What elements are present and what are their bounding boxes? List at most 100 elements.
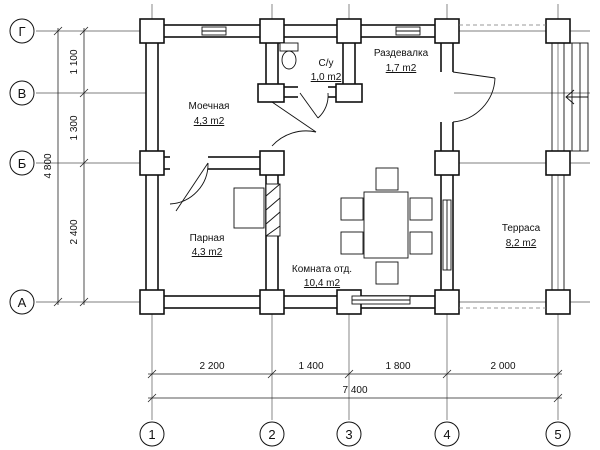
axis-label-5: 5 [554, 427, 561, 442]
toilet-tank [279, 42, 299, 52]
stove-hatch [265, 197, 281, 211]
axis-label-1: 1 [148, 427, 155, 442]
dim-bottom-total: 7 400 [342, 385, 367, 396]
dim-tick [553, 393, 563, 403]
door-gap-moechnaya [265, 97, 279, 143]
axis-bubble-3 [336, 421, 362, 447]
axis-bubble-4 [434, 421, 460, 447]
room-name-moechnaya: Моечная [189, 101, 230, 112]
axis-bubble-b [9, 150, 35, 176]
axis-bubble-2 [259, 421, 285, 447]
steps [563, 42, 589, 152]
corner-block [139, 150, 165, 176]
dim-bottom-2: 1 400 [298, 361, 323, 372]
door-gap-wc [298, 86, 328, 98]
room-labels: Моечная 4,3 m2 С/у 1,0 m2 Раздевалка 1,7… [189, 48, 541, 289]
chair [340, 231, 364, 255]
door-swing-parnaya [169, 162, 209, 205]
dim-tick [147, 393, 157, 403]
stove-hatch [265, 225, 281, 237]
stove-body [233, 187, 265, 229]
dim-tick [267, 369, 277, 379]
axis-bubble-v [9, 80, 35, 106]
axis-bubbles-bottom: 1 2 3 4 5 [139, 421, 571, 447]
corner-block [139, 289, 165, 315]
axis-label-3: 3 [345, 427, 352, 442]
dim-tick [147, 369, 157, 379]
corner-block [259, 150, 285, 176]
dim-left-total: 4 800 [43, 153, 54, 178]
corner-block [139, 18, 165, 44]
corner-block [335, 83, 363, 103]
corner-block [545, 289, 571, 315]
corner-block [434, 150, 460, 176]
room-name-komnata: Комната отд. [292, 264, 352, 275]
corner-block [545, 150, 571, 176]
room-name-terrasa: Терраса [502, 223, 541, 234]
corner-block [259, 289, 285, 315]
room-name-su: С/у [319, 58, 334, 69]
corner-block [434, 289, 460, 315]
room-area-terrasa: 8,2 m2 [506, 238, 537, 249]
dim-tick [79, 297, 89, 307]
axis-label-4: 4 [443, 427, 450, 442]
dim-tick [79, 26, 89, 36]
door-leaf-moechnaya [271, 101, 317, 133]
toilet-bowl [281, 50, 297, 70]
corner-block [336, 18, 362, 44]
corner-blocks [139, 18, 571, 315]
room-area-su: 1,0 m2 [311, 72, 342, 83]
room-area-moechnaya: 4,3 m2 [194, 116, 225, 127]
dim-tick [79, 88, 89, 98]
chair [409, 231, 433, 255]
bottom-dimensions: 2 200 1 400 1 800 2 000 7 400 [147, 361, 563, 403]
dim-left-3: 2 400 [69, 219, 80, 244]
axis-label-2: 2 [268, 427, 275, 442]
chair [409, 197, 433, 221]
chair [340, 197, 364, 221]
axis-label-g: Г [18, 24, 25, 39]
toilet-icon [279, 42, 299, 70]
axis-bubble-a [9, 289, 35, 315]
door-gap-terrace [440, 72, 454, 122]
dim-bottom-4: 2 000 [490, 361, 515, 372]
dim-bottom-1: 2 200 [199, 361, 224, 372]
corner-block [257, 83, 285, 103]
door-swing-wc [317, 92, 329, 119]
room-area-parnaya: 4,3 m2 [192, 247, 223, 258]
steps-arrow-icon [565, 89, 575, 105]
axis-bubble-g [9, 18, 35, 44]
dim-tick [53, 297, 63, 307]
door-leaf-wc [299, 92, 319, 119]
doors [169, 71, 496, 212]
corner-block [545, 18, 571, 44]
dining-set [340, 167, 433, 285]
corner-block [434, 18, 460, 44]
axis-bubble-5 [545, 421, 571, 447]
stove-hatch [265, 183, 281, 197]
stove-hatch [265, 211, 281, 225]
dim-left-1: 1 100 [69, 49, 80, 74]
left-dimensions: 1 100 1 300 2 400 4 800 [43, 26, 89, 307]
room-area-razdevalka: 1,7 m2 [386, 63, 417, 74]
door-swing-moechnaya [271, 130, 317, 147]
axis-bubble-1 [139, 421, 165, 447]
door-swing-terrace [452, 77, 496, 123]
axis-label-b: Б [18, 156, 27, 171]
chair [375, 261, 399, 285]
axis-bubbles-left: Г В Б А [9, 18, 35, 315]
axis-label-a: А [18, 295, 27, 310]
dim-tick [53, 26, 63, 36]
door-gap-parnaya [170, 156, 208, 170]
door-leaf-parnaya [175, 162, 209, 212]
room-area-komnata: 10,4 m2 [304, 278, 341, 289]
room-name-parnaya: Парная [190, 233, 225, 244]
dim-tick [553, 369, 563, 379]
corner-block [259, 18, 285, 44]
dim-tick [344, 369, 354, 379]
chair [375, 167, 399, 191]
windows [201, 26, 452, 305]
dining-table [363, 191, 409, 259]
stove-firebox [265, 183, 281, 237]
